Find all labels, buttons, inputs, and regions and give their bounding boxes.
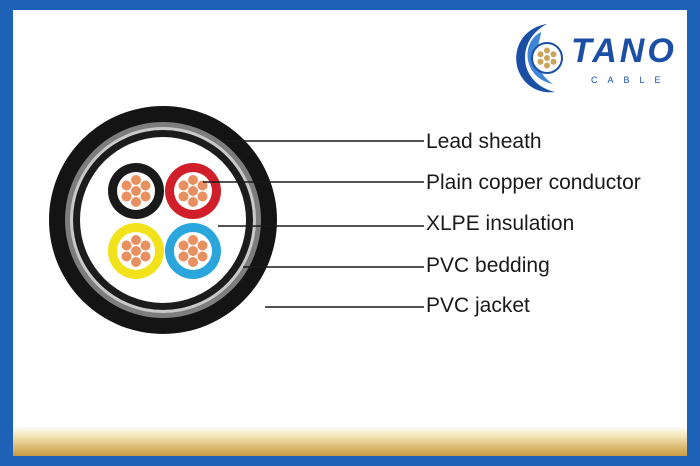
copper-strand — [131, 186, 141, 196]
copper-strand — [188, 257, 198, 267]
cable-cross-section — [49, 106, 277, 334]
label-bedding: PVC bedding — [426, 254, 550, 277]
copper-strand — [178, 240, 189, 251]
copper-strand — [121, 180, 132, 191]
copper-strand — [188, 175, 198, 185]
label-insulation: XLPE insulation — [426, 212, 575, 235]
content-panel: TANO CABLE Lead sheat — [13, 10, 687, 456]
core-blue — [165, 223, 221, 279]
logo-emblem-icon — [516, 24, 563, 93]
copper-strand — [131, 235, 141, 245]
label-lead-sheath: Lead sheath — [426, 130, 542, 153]
copper-strand — [188, 235, 198, 245]
copper-strand — [188, 246, 198, 256]
copper-strand — [197, 240, 208, 251]
core-black — [108, 163, 164, 219]
copper-strand — [197, 251, 208, 262]
core-yellow — [108, 223, 164, 279]
pvc-bedding-fill — [80, 137, 246, 303]
gold-footer-band — [13, 426, 687, 456]
copper-strand — [131, 197, 141, 207]
copper-strand — [131, 246, 141, 256]
copper-strand — [188, 186, 198, 196]
copper-strand — [197, 191, 208, 202]
copper-strand — [121, 251, 132, 262]
copper-strand — [131, 257, 141, 267]
copper-strand — [140, 251, 151, 262]
brand-name: TANO — [571, 32, 677, 70]
cable-cross-section-diagram — [49, 106, 424, 334]
copper-strand — [140, 191, 151, 202]
label-conductor: Plain copper conductor — [426, 171, 641, 194]
copper-strand — [121, 240, 132, 251]
copper-strand — [121, 191, 132, 202]
leader-lines — [203, 140, 424, 308]
brand-tagline: CABLE — [591, 75, 671, 85]
copper-strand — [140, 180, 151, 191]
copper-strand — [178, 180, 189, 191]
copper-strand — [178, 191, 189, 202]
copper-strand — [197, 180, 208, 191]
copper-strand — [140, 240, 151, 251]
copper-strand — [178, 251, 189, 262]
core-red — [165, 163, 221, 219]
label-jacket: PVC jacket — [426, 294, 530, 317]
copper-strand — [131, 175, 141, 185]
brand-logo: TANO CABLE — [503, 18, 687, 98]
copper-strand — [188, 197, 198, 207]
